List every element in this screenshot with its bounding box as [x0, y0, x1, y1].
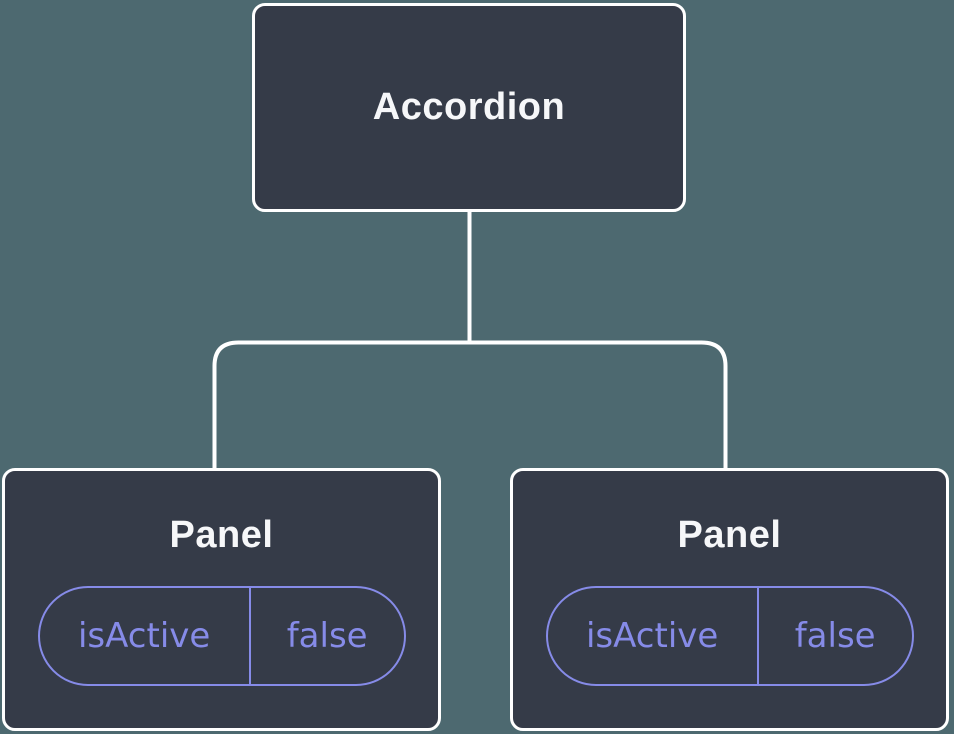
panel-1-label: Panel [169, 513, 274, 556]
accordion-node-label: Accordion [372, 86, 566, 128]
panel-2-state-key: isActive [548, 587, 759, 684]
tree-node-panel-1: Panel isActive false [2, 468, 441, 731]
panel-2-state-pill: isActive false [545, 585, 914, 686]
connector-branch-bracket [212, 340, 728, 470]
panel-2-state-value: false [794, 615, 876, 656]
panel-1-state-value: false [286, 615, 368, 656]
panel-1-state-key: isActive [40, 587, 251, 684]
panel-2-label: Panel [677, 513, 782, 556]
tree-node-panel-2: Panel isActive false [510, 468, 949, 731]
panel-1-state-pill: isActive false [37, 585, 406, 686]
tree-node-accordion: Accordion [252, 3, 686, 212]
